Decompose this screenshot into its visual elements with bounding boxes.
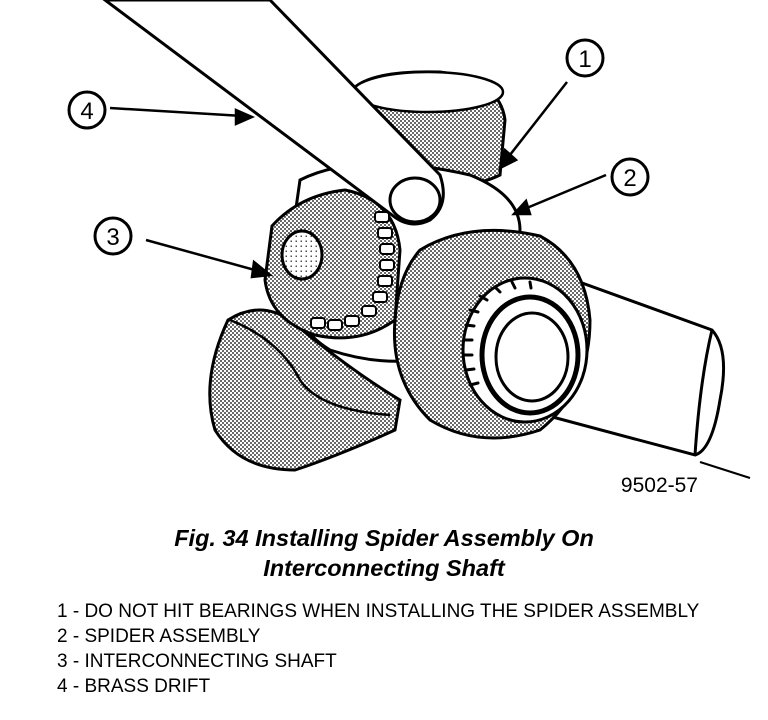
svg-text:2: 2: [623, 165, 636, 192]
legend-item-2: 2 - SPIDER ASSEMBLY: [57, 626, 261, 647]
spider-assembly-illustration: 1 2 3 4 9502-57: [67, 0, 751, 497]
callout-4: 4: [67, 90, 107, 130]
legend-item-1: 1 - DO NOT HIT BEARINGS WHEN INSTALLING …: [57, 601, 700, 622]
svg-text:4: 4: [80, 98, 93, 125]
legend: 1 - DO NOT HIT BEARINGS WHEN INSTALLING …: [57, 600, 757, 699]
callout-2: 2: [610, 157, 650, 197]
figure-caption: Fig. 34 Installing Spider Assembly On In…: [0, 523, 768, 583]
svg-text:1: 1: [578, 46, 591, 73]
splined-gear-hub: [263, 188, 402, 340]
caption-line-1: Fig. 34 Installing Spider Assembly On: [174, 525, 594, 551]
svg-text:3: 3: [106, 224, 119, 251]
brass-drift: [102, 0, 445, 226]
legend-item-4: 4 - BRASS DRIFT: [57, 676, 211, 697]
caption-line-2: Interconnecting Shaft: [263, 555, 505, 581]
legend-item-3: 3 - INTERCONNECTING SHAFT: [57, 651, 337, 672]
callout-3: 3: [93, 216, 133, 256]
drawing-code: 9502-57: [621, 474, 698, 497]
leader-lines: [109, 81, 607, 279]
right-bearing-cup: [392, 228, 592, 440]
callout-1: 1: [565, 38, 605, 78]
